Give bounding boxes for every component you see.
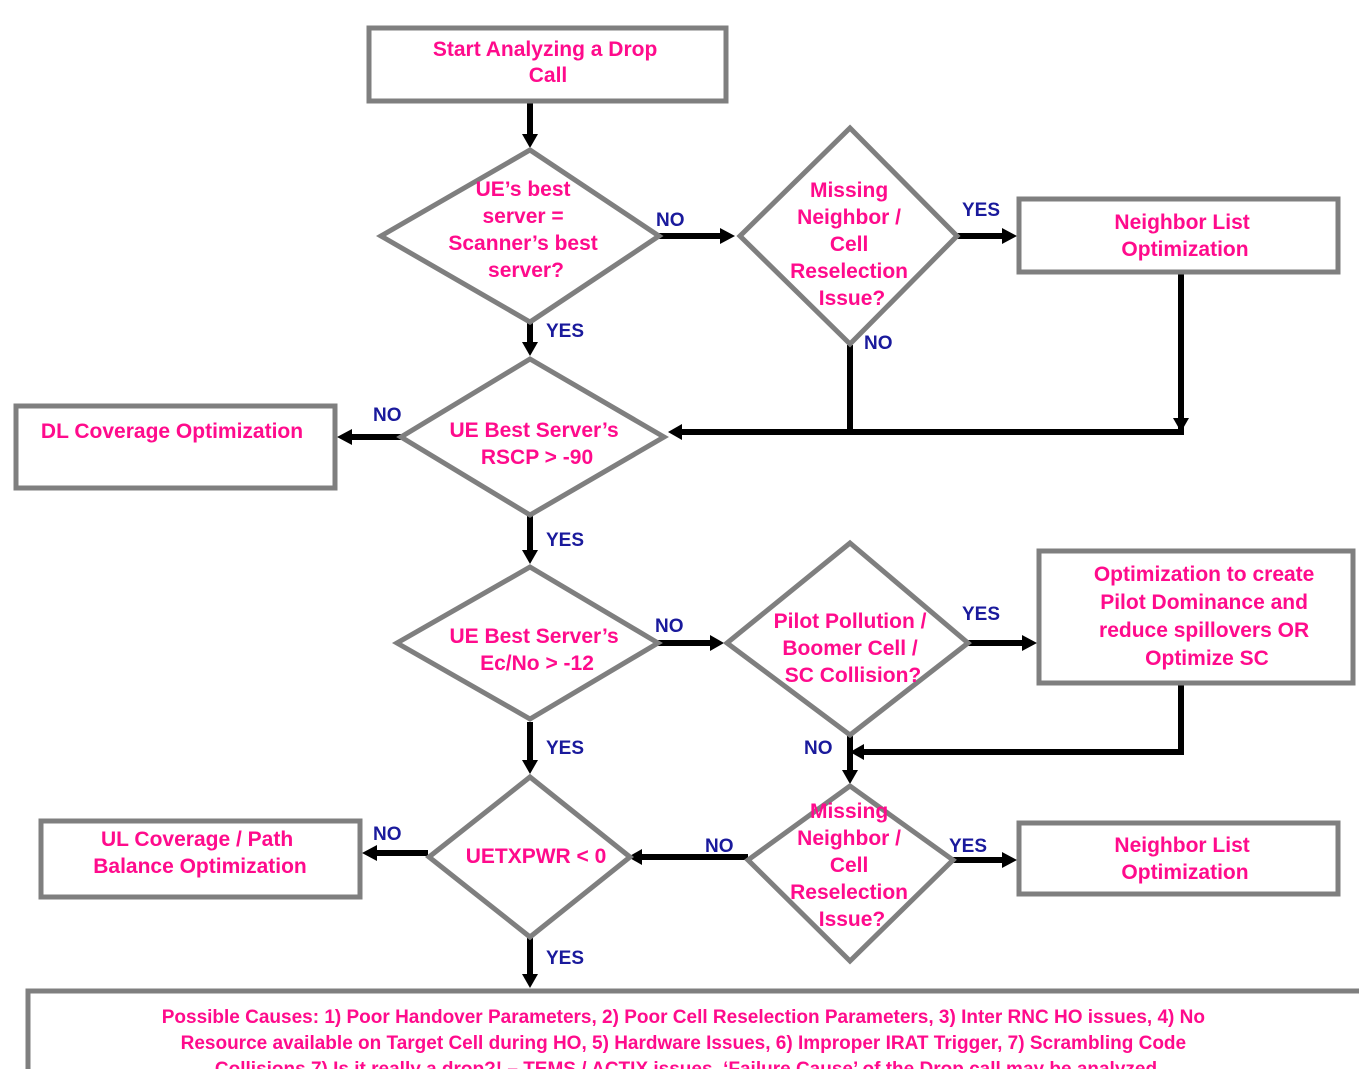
ul-coverage-label: UL Coverage / Path Balance Optimization (93, 828, 307, 878)
neighbor-list-2-label-line: Neighbor List (1114, 834, 1249, 857)
connectors (337, 103, 1189, 988)
shapes (13, 25, 1359, 1069)
best-server-label-line: UE’s best (476, 178, 571, 201)
missing-neighbor-1-label-line: Cell (830, 233, 869, 256)
missing-neighbor-1-label-line: Reselection (790, 260, 908, 283)
ul-coverage-label-line: UL Coverage / Path (101, 828, 293, 851)
edge-label-ecno-yes: YES (546, 738, 584, 759)
ecno-label-line: UE Best Server’s (449, 625, 618, 648)
edge-label-pilot-pollution-yes: YES (962, 604, 1000, 625)
edge-label-ecno-no: NO (655, 616, 684, 637)
pilot-pollution-label: Pilot Pollution / Boomer Cell / SC Colli… (774, 610, 933, 687)
missing-neighbor-2-label-line: Issue? (819, 908, 886, 931)
missing-neighbor-1-label: Missing Neighbor / Cell Reselection Issu… (790, 179, 914, 310)
neighbor-list-2-label-line: Optimization (1121, 861, 1248, 884)
missing-neighbor-2-label-line: Cell (830, 854, 869, 877)
pilot-dominance-box (1036, 548, 1356, 686)
edge-label-missing-neighbor-1-no: NO (864, 333, 893, 354)
best-server-label: UE’s best server = Scanner’s best server… (448, 178, 603, 282)
neighbor-list-1-label-line: Optimization (1121, 238, 1248, 261)
neighbor-list-box-2 (1016, 820, 1341, 897)
rscp-label: UE Best Server’s RSCP > -90 (449, 419, 624, 469)
edge-label-uetxpwr-yes: YES (546, 948, 584, 969)
best-server-label-line: server = (482, 205, 563, 228)
rscp-label-line: UE Best Server’s (449, 419, 618, 442)
neighbor-list-1-label-line: Neighbor List (1114, 211, 1249, 234)
possible-causes-label: Possible Causes: 1) Poor Handover Parame… (162, 1007, 1211, 1069)
edge-label-best-server-yes: YES (546, 321, 584, 342)
neighbor-list-1-label: Neighbor List Optimization (1114, 211, 1255, 261)
uetxpwr-label: UETXPWR < 0 (466, 845, 607, 868)
ecno-label: UE Best Server’s Ec/No > -12 (449, 625, 624, 675)
start-box (366, 25, 729, 104)
start-label-line: Start Analyzing a Drop (433, 38, 657, 61)
missing-neighbor-diamond-2 (744, 782, 957, 965)
start-label: Start Analyzing a Drop Call (433, 38, 663, 87)
missing-neighbor-1-label-line: Issue? (819, 287, 886, 310)
missing-neighbor-1-label-line: Missing (810, 179, 888, 202)
dl-coverage-box (13, 403, 338, 491)
edge-labels: NO YES YES NO NO YES NO YES YES NO NO YE… (373, 200, 1000, 969)
possible-causes-line: Possible Causes: 1) Poor Handover Parame… (162, 1007, 1205, 1028)
edge-label-pilot-pollution-no: NO (804, 738, 833, 759)
neighbor-list-box-1 (1016, 196, 1341, 275)
pilot-dominance-label-line: Optimization to create (1094, 563, 1315, 586)
pilot-dominance-label-line: Pilot Dominance and (1100, 591, 1308, 614)
possible-causes-line: Collisions 7) Is it really a drop?! – TE… (215, 1059, 1157, 1069)
pilot-dominance-label: Optimization to create Pilot Dominance a… (1094, 563, 1320, 670)
pilot-pollution-label-line: Pilot Pollution / (774, 610, 927, 633)
missing-neighbor-1-label-line: Neighbor / (797, 206, 901, 229)
pilot-dominance-label-line: Optimize SC (1145, 647, 1269, 670)
pilot-pollution-label-line: SC Collision? (785, 664, 922, 687)
neighbor-list-2-label: Neighbor List Optimization (1114, 834, 1255, 884)
possible-causes-line: Resource available on Target Cell during… (181, 1033, 1187, 1054)
best-server-diamond (375, 147, 664, 325)
best-server-label-line: server? (488, 259, 564, 282)
ul-coverage-box (38, 818, 363, 900)
missing-neighbor-diamond-1 (736, 124, 961, 348)
edge-label-rscp-yes: YES (546, 530, 584, 551)
ecno-label-line: Ec/No > -12 (480, 652, 594, 675)
missing-neighbor-2-label-line: Neighbor / (797, 827, 901, 850)
edge-label-missing-neighbor-2-yes: YES (949, 836, 987, 857)
pilot-pollution-label-line: Boomer Cell / (782, 637, 918, 660)
possible-causes-box (25, 988, 1359, 1069)
edge-label-missing-neighbor-2-no: NO (705, 836, 734, 857)
best-server-label-line: Scanner’s best (448, 232, 597, 255)
rscp-label-line: RSCP > -90 (481, 446, 593, 469)
rscp-diamond (396, 356, 669, 518)
pilot-pollution-diamond (722, 539, 972, 739)
missing-neighbor-2-label-line: Missing (810, 800, 888, 823)
pilot-dominance-label-line: reduce spillovers OR (1099, 619, 1309, 642)
edge-label-best-server-no: NO (656, 210, 685, 231)
edge-label-missing-neighbor-1-yes: YES (962, 200, 1000, 221)
node-labels: Start Analyzing a Drop Call UE’s best se… (41, 38, 1320, 1069)
ecno-diamond (391, 564, 663, 722)
uetxpwr-diamond (424, 773, 635, 941)
ul-coverage-label-line: Balance Optimization (93, 855, 307, 878)
edge-label-uetxpwr-no: NO (373, 824, 402, 845)
edge-label-rscp-no: NO (373, 405, 402, 426)
uetxpwr-label-line: UETXPWR < 0 (466, 845, 607, 868)
missing-neighbor-2-label: Missing Neighbor / Cell Reselection Issu… (790, 800, 914, 931)
start-label-line: Call (529, 64, 568, 87)
missing-neighbor-2-label-line: Reselection (790, 881, 908, 904)
dl-coverage-label-line: DL Coverage Optimization (41, 420, 303, 443)
dl-coverage-label: DL Coverage Optimization (41, 420, 303, 443)
